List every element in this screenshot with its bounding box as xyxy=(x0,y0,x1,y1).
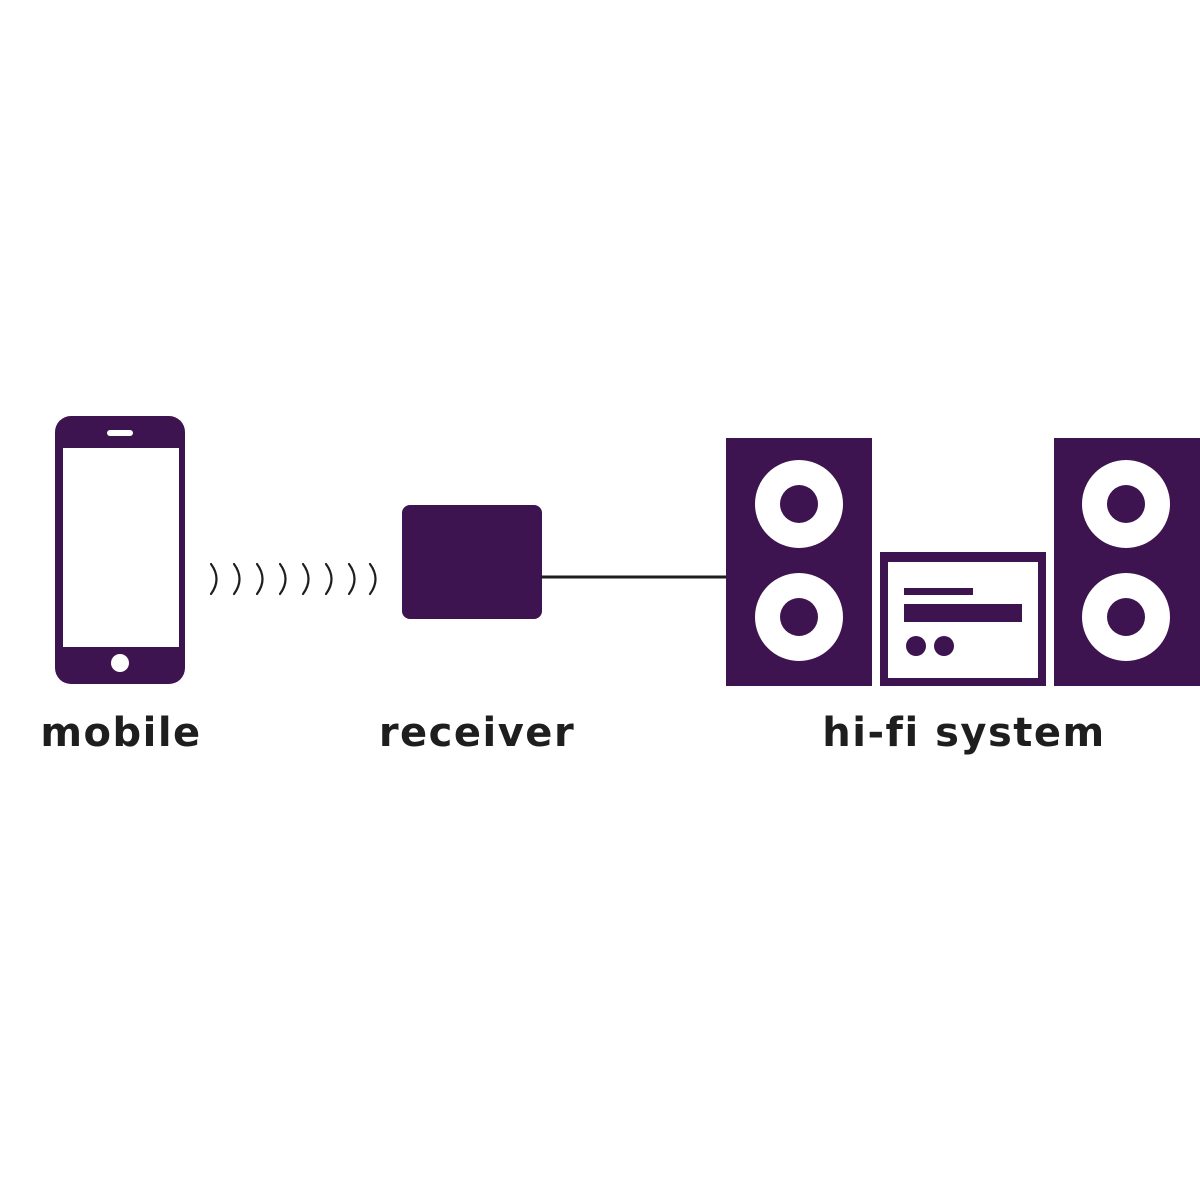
left-speaker-icon xyxy=(726,438,872,686)
hifi-system-label: hi-fi system xyxy=(822,710,1106,756)
receiver-box-icon xyxy=(402,505,542,619)
mobile-label: mobile xyxy=(40,710,202,756)
display-bar-short xyxy=(904,588,973,595)
signal-wave xyxy=(301,562,310,596)
signal-wave xyxy=(232,562,241,596)
right-speaker-icon xyxy=(1054,438,1200,686)
display-bar-long xyxy=(904,604,1022,622)
phone-screen xyxy=(63,448,179,647)
phone-home-button xyxy=(111,654,129,672)
stereo-system-icon xyxy=(726,438,1200,686)
receiver-label: receiver xyxy=(378,710,576,756)
signal-wave xyxy=(209,562,218,596)
signal-wave xyxy=(368,562,377,596)
amplifier-unit-icon xyxy=(880,552,1046,686)
speaker-cone-center xyxy=(780,485,818,523)
speaker-cone-center xyxy=(1107,598,1145,636)
signal-wave xyxy=(278,562,287,596)
wireless-waves-icon xyxy=(209,562,377,596)
smartphone-icon xyxy=(55,416,185,684)
signal-wave xyxy=(255,562,264,596)
signal-wave xyxy=(324,562,333,596)
phone-speaker-slot xyxy=(107,430,133,436)
control-knob xyxy=(934,636,954,656)
signal-wave xyxy=(347,562,356,596)
speaker-cone-center xyxy=(780,598,818,636)
speaker-cone-center xyxy=(1107,485,1145,523)
control-knob xyxy=(906,636,926,656)
